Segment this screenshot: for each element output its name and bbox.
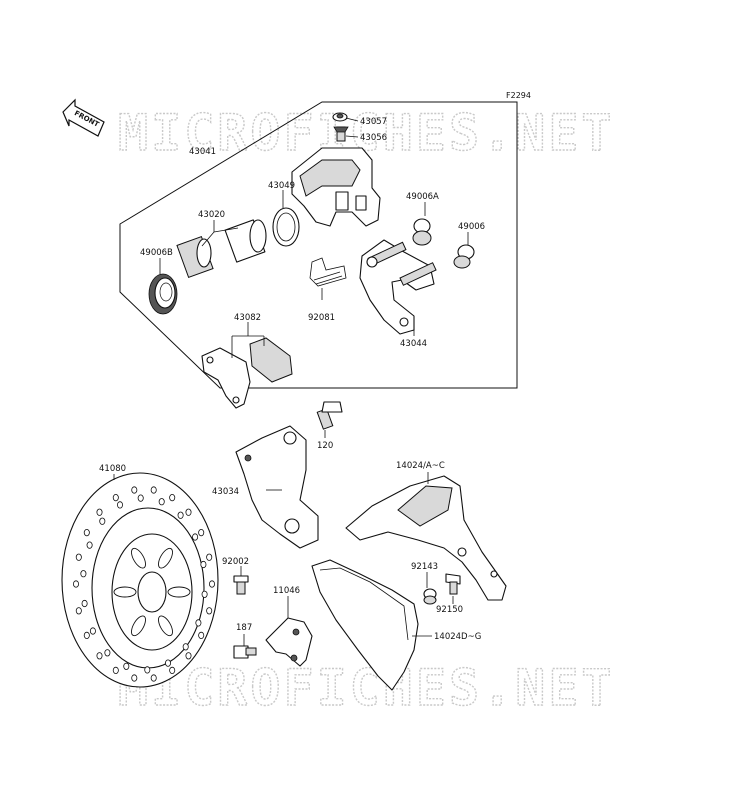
bolt-92150 — [445, 573, 461, 595]
disc-hole — [206, 553, 213, 561]
bleeder-valve — [333, 126, 349, 142]
disc-hole — [195, 619, 202, 627]
caliper-mount-bracket — [235, 425, 319, 549]
disc-hole — [198, 631, 205, 640]
disc-hole — [96, 652, 103, 660]
disc-hole — [208, 580, 215, 588]
front-arrow-icon: FRONT — [62, 98, 105, 137]
caliper-assembly-outline — [119, 101, 518, 389]
disc-hole — [75, 607, 82, 615]
disc-hole — [201, 590, 208, 598]
disc-hole — [99, 517, 106, 525]
dust-seal-49006b — [148, 273, 178, 315]
disc-slot — [158, 547, 173, 569]
disc-slot — [131, 615, 146, 637]
disc-hole — [192, 533, 199, 541]
label-41080: 41080 — [99, 464, 126, 474]
label-92150: 92150 — [436, 605, 463, 615]
label-187: 187 — [236, 623, 252, 633]
caliper-bracket — [359, 239, 437, 335]
bolt-120 — [316, 401, 343, 430]
label-43057: 43057 — [360, 117, 387, 127]
brake-disc — [61, 472, 219, 688]
disc-hole — [150, 486, 157, 494]
disc-hole — [137, 494, 144, 502]
label-43049: 43049 — [268, 181, 295, 191]
label-49006a: 49006A — [406, 192, 439, 202]
label-11046: 11046 — [273, 586, 300, 596]
label-43034: 43034 — [212, 487, 239, 497]
label-92002: 92002 — [222, 557, 249, 567]
label-14024-d-g: 14024D~G — [434, 632, 481, 642]
disc-hole — [81, 599, 88, 608]
caliper-piston-large — [224, 219, 267, 263]
disc-hole — [89, 627, 96, 635]
disc-hole — [80, 570, 87, 578]
label-49006b: 49006B — [140, 248, 173, 258]
piston-seal — [272, 207, 300, 247]
caliper-body — [291, 147, 381, 227]
disc-slot — [131, 547, 146, 569]
label-14024-a-c: 14024/A~C — [396, 461, 445, 471]
label-49006: 49006 — [458, 222, 485, 232]
disc-hole — [185, 508, 192, 516]
label-120: 120 — [317, 441, 333, 451]
disc-hole — [73, 580, 80, 588]
sprocket-cover — [311, 559, 419, 691]
disc-hole — [144, 666, 151, 674]
disc-hole — [131, 674, 138, 682]
disc-hole — [150, 674, 157, 682]
disc-hole — [164, 659, 171, 667]
caliper-piston-small — [176, 235, 214, 279]
figure-id: F2294 — [506, 91, 531, 100]
disc-hole — [182, 643, 189, 651]
disc-hole — [112, 666, 119, 675]
disc-hole — [112, 493, 119, 502]
label-43044: 43044 — [400, 339, 427, 349]
pad-spring — [309, 257, 347, 287]
brake-pads — [201, 337, 293, 409]
disc-hole — [86, 541, 93, 549]
label-92143: 92143 — [411, 562, 438, 572]
chain-guard-upper — [345, 475, 507, 601]
disc-hole — [206, 607, 213, 615]
disc-hole — [169, 493, 176, 502]
disc-hole — [83, 528, 90, 537]
label-43041: 43041 — [189, 147, 216, 157]
disc-slot — [167, 586, 191, 598]
disc-hole — [131, 486, 138, 494]
disc-hole — [169, 666, 176, 675]
watermark-bottom: MICROFICHES.NET — [118, 659, 615, 717]
boot-49006a — [412, 218, 432, 246]
label-92081: 92081 — [308, 313, 335, 323]
disc-hole — [177, 511, 184, 519]
label-43082: 43082 — [234, 313, 261, 323]
disc-hole — [123, 662, 130, 670]
leader-lines — [113, 117, 469, 646]
disc-hole — [158, 498, 165, 506]
disc-hole — [185, 652, 192, 660]
disc-hole — [75, 553, 82, 561]
label-43020: 43020 — [198, 210, 225, 220]
collar-92143 — [423, 588, 437, 605]
disc-hole — [83, 631, 90, 640]
disc-hole — [198, 528, 205, 537]
bracket-11046 — [265, 617, 313, 667]
disc-hole — [117, 501, 124, 509]
bolt-187 — [233, 645, 257, 659]
label-43056: 43056 — [360, 133, 387, 143]
disc-slot — [113, 586, 137, 598]
boot-49006 — [453, 244, 475, 269]
disc-hole — [96, 508, 103, 516]
disc-hole — [104, 649, 111, 657]
bleeder-cap — [332, 112, 348, 122]
bolt-92002 — [233, 575, 249, 595]
disc-slot — [158, 615, 173, 637]
disc-hole — [200, 560, 207, 569]
